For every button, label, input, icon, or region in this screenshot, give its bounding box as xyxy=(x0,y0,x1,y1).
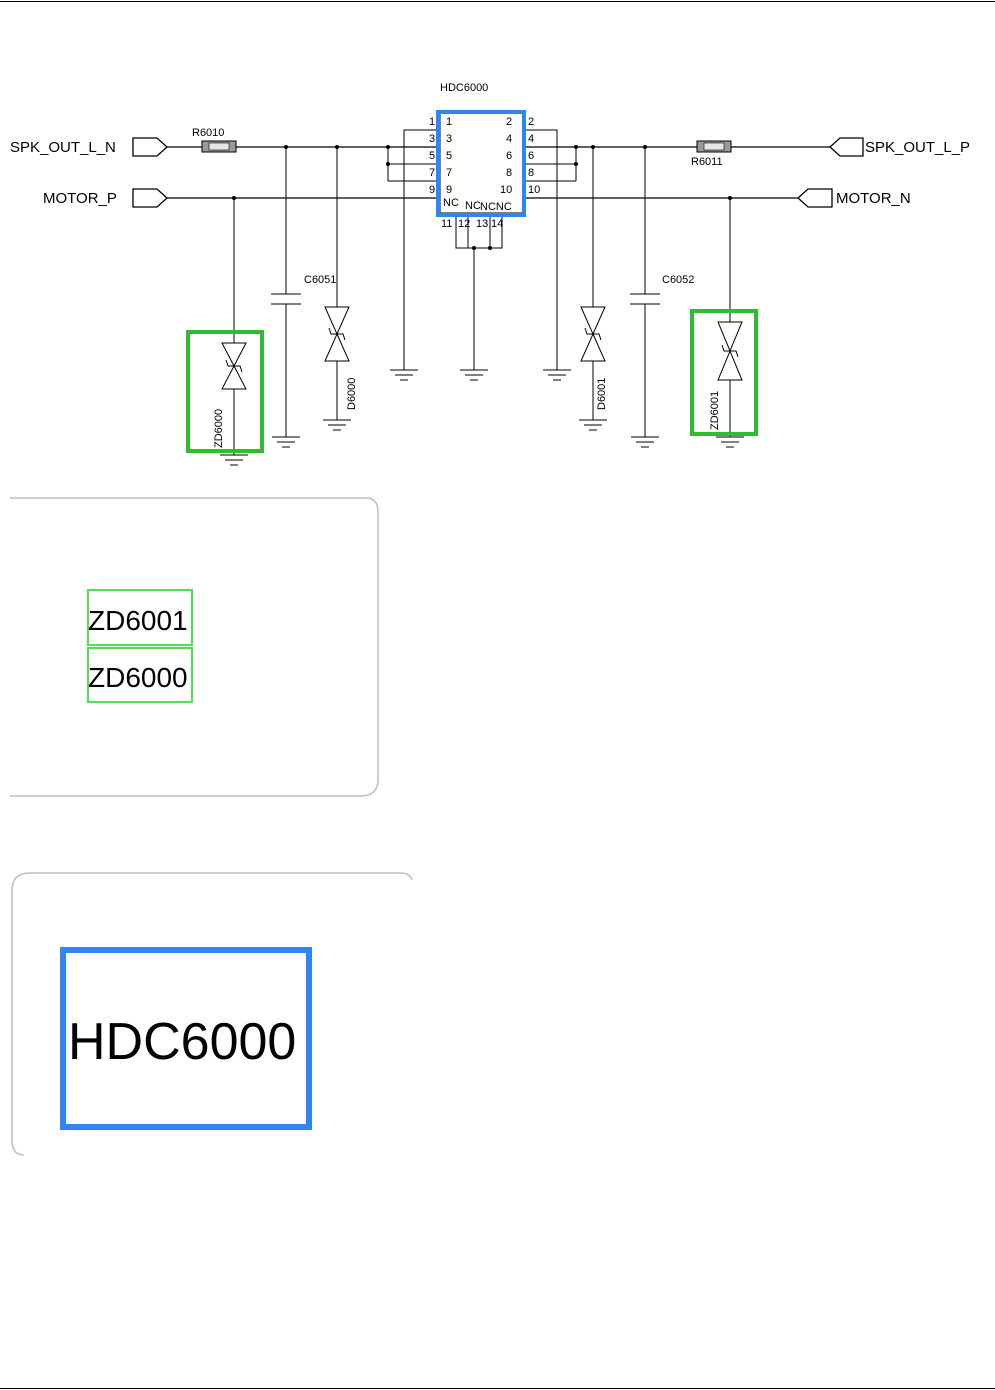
port-spk-out-l-p: SPK_OUT_L_P xyxy=(829,137,970,157)
ic-pin-inner-left-7: 7 xyxy=(446,167,452,179)
top-rule xyxy=(0,1,995,2)
label-c6051: C6051 xyxy=(304,274,336,286)
port-motor-p: MOTOR_P xyxy=(43,188,168,208)
ic-pin-inner-right-10: 10 xyxy=(500,184,512,196)
capacitor-c6052: C6052 xyxy=(630,145,694,448)
ic-pin-inner-right-6: 6 xyxy=(506,150,512,162)
label-d6000: D6000 xyxy=(346,378,358,410)
ground-symbol xyxy=(543,369,571,381)
ic-pin-bottom-11: 11 xyxy=(441,218,452,230)
zd6000-highlight-box xyxy=(186,330,264,453)
callout-green-panel: ZD6001 ZD6000 xyxy=(10,497,379,797)
ic-pin-inner-right-4: 4 xyxy=(506,133,512,145)
ic-pin-right-10: 10 xyxy=(528,184,540,196)
port-label-motor-n: MOTOR_N xyxy=(836,190,911,207)
ground-symbol xyxy=(390,369,418,381)
ic-pin-right-4: 4 xyxy=(528,133,534,145)
resistor-r6010: R6010 xyxy=(192,127,237,153)
capacitor-c6051-left: C6051 xyxy=(271,145,336,448)
ic-pin-inner-left-9: 9 xyxy=(446,184,452,196)
label-d6001: D6001 xyxy=(596,378,608,410)
port-label-spk-out-l-n: SPK_OUT_L_N xyxy=(10,139,116,156)
zoom-label-zd6000: ZD6000 xyxy=(88,662,188,693)
bottom-rule xyxy=(0,1388,995,1389)
ic-pin-bottom-13: 13 xyxy=(476,218,488,230)
ic-pin-inner-left-1: 1 xyxy=(446,116,452,128)
label-c6052: C6052 xyxy=(662,274,694,286)
port-label-spk-out-l-p: SPK_OUT_L_P xyxy=(865,139,970,156)
resistor-r6011: R6011 xyxy=(691,140,732,168)
zoom-box-hdc6000 xyxy=(60,947,312,1130)
zoom-label-hdc6000: HDC6000 xyxy=(68,1013,296,1071)
ic-nc-mid: NC xyxy=(465,200,481,212)
ic-pin-inner-left-3: 3 xyxy=(446,133,452,145)
ic-pin-left-1: 1 xyxy=(429,116,435,128)
ic-pin-left-7: 7 xyxy=(429,167,435,179)
port-motor-n: MOTOR_N xyxy=(797,188,911,208)
ic-pin-right-6: 6 xyxy=(528,150,534,162)
ic-nc-left: NC xyxy=(443,197,459,209)
ic-pin-inner-left-5: 5 xyxy=(446,150,452,162)
ic-pin-bottom-12: 12 xyxy=(458,218,470,230)
ground-symbol xyxy=(460,369,488,381)
ic-name-label: HDC6000 xyxy=(440,82,488,94)
ic-pin-bottom-14: 14 xyxy=(491,218,503,230)
port-label-motor-p: MOTOR_P xyxy=(43,190,117,207)
ic-pin-inner-right-8: 8 xyxy=(506,167,512,179)
ic-pin-left-9: 9 xyxy=(429,184,435,196)
callout-blue-panel: HDC6000 xyxy=(11,872,413,1156)
ic-pin-left-5: 5 xyxy=(429,150,435,162)
zoom-label-zd6001: ZD6001 xyxy=(88,605,188,636)
ic-nc-right: NCNC xyxy=(480,201,512,213)
label-r6010: R6010 xyxy=(192,127,224,139)
diode-d6000: D6000 xyxy=(323,145,358,431)
diode-d6001: D6001 xyxy=(579,145,608,431)
zener-diode-zd6000: ZD6000 xyxy=(213,196,248,466)
hdc6000-highlight-box xyxy=(436,110,526,217)
zd6001-highlight-box xyxy=(690,309,758,436)
ic-pin-inner-right-2: 2 xyxy=(506,116,512,128)
ic-pin-right-2: 2 xyxy=(528,116,534,128)
zener-diode-zd6001: ZD6001 xyxy=(709,196,744,448)
label-r6011: R6011 xyxy=(691,156,723,168)
label-zd6001: ZD6001 xyxy=(709,391,721,430)
zoom-box-zd6000 xyxy=(87,647,193,703)
label-zd6000: ZD6000 xyxy=(213,409,225,448)
port-spk-out-l-n: SPK_OUT_L_N xyxy=(10,137,168,157)
ic-pin-left-3: 3 xyxy=(429,133,435,145)
zoom-box-zd6001 xyxy=(87,589,193,646)
ic-pin-right-8: 8 xyxy=(528,167,534,179)
